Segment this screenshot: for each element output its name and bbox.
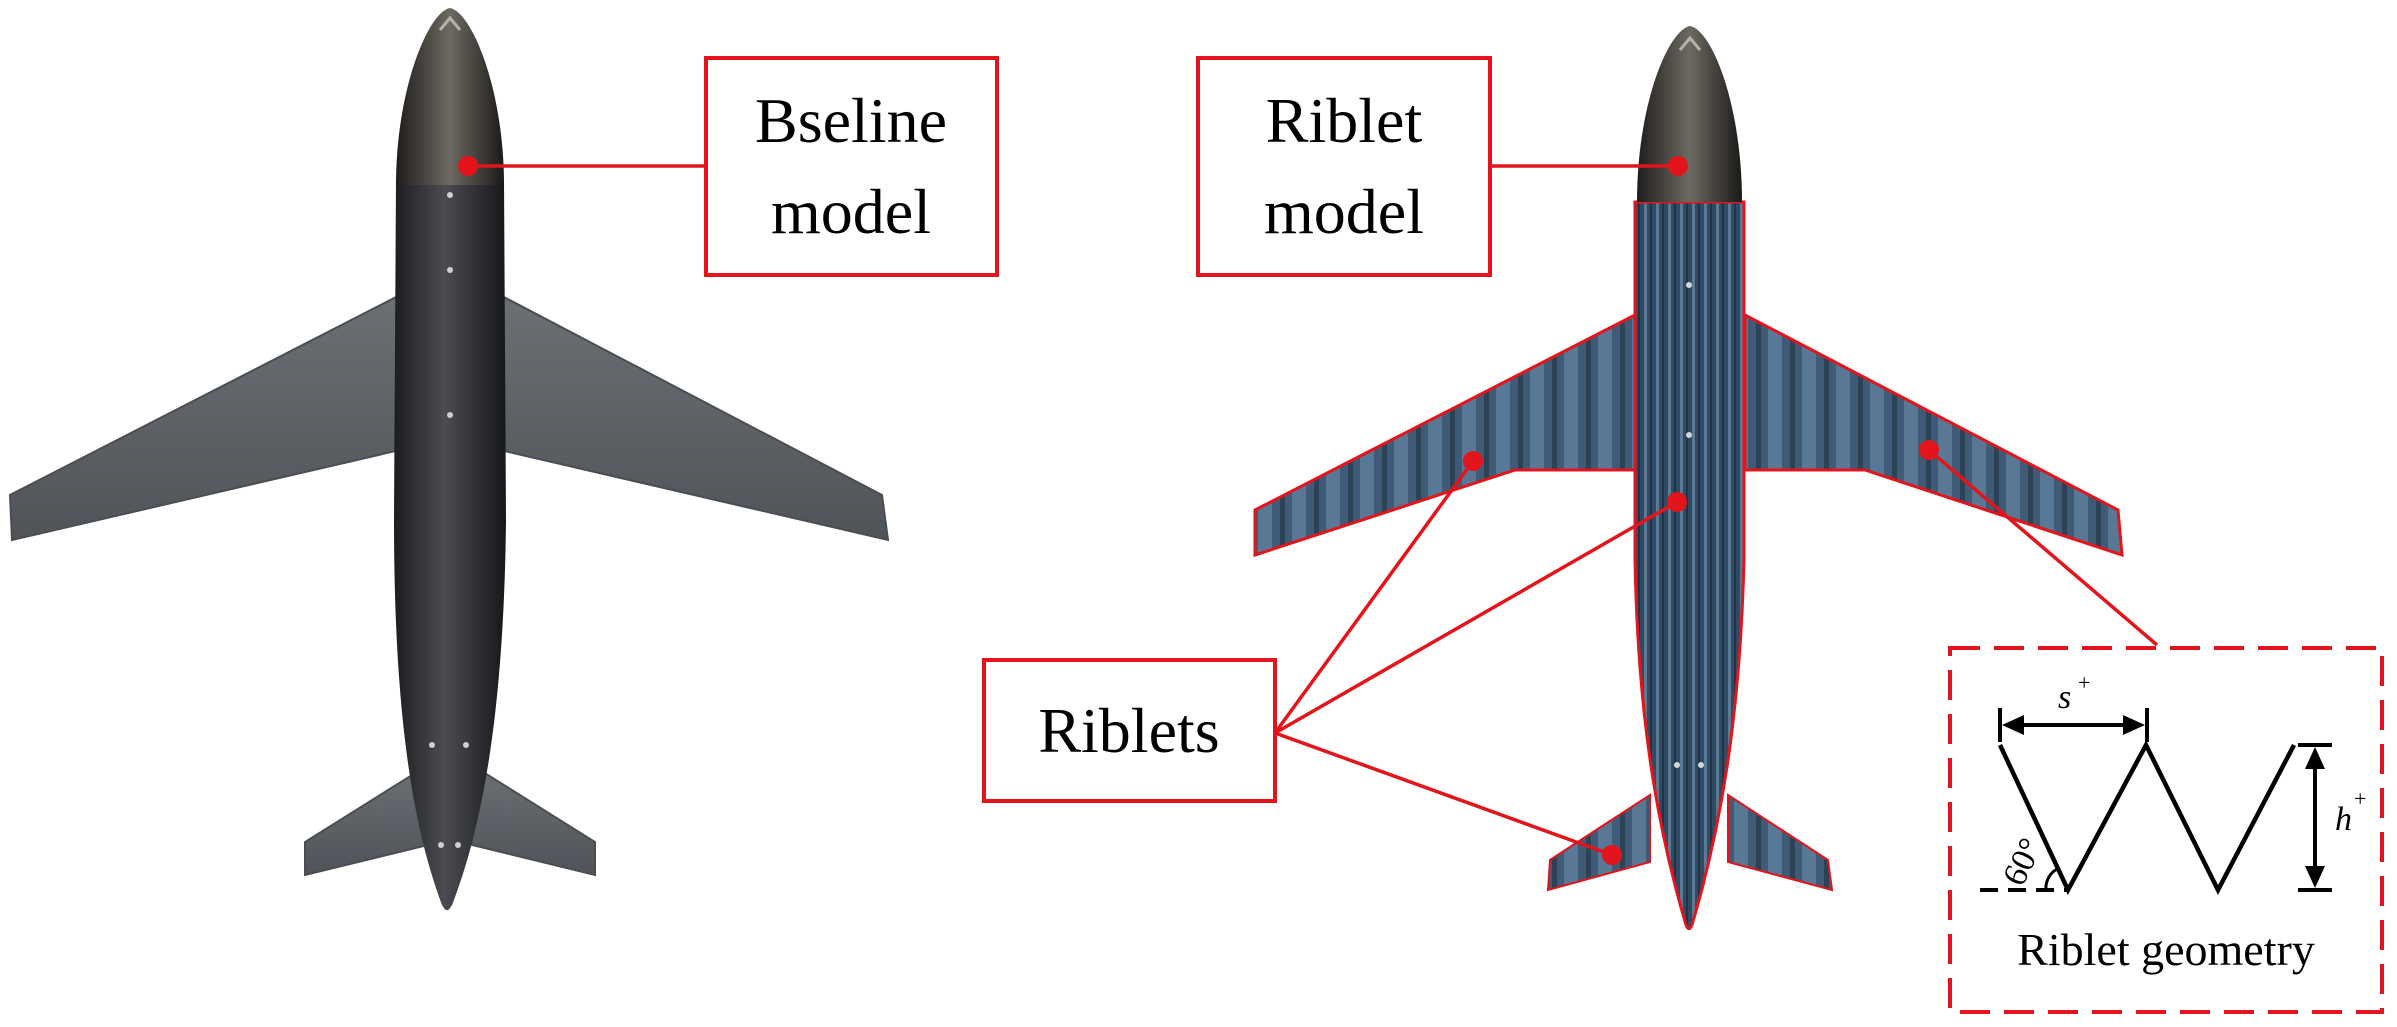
height-symbol: h <box>2335 801 2352 838</box>
callouts <box>468 164 2159 857</box>
riblet-right-tail <box>1727 793 1834 892</box>
riblet-fuselage <box>1633 200 1746 931</box>
baseline-nose-cone <box>396 8 504 185</box>
riblet-geometry-inset: s + 60° h + Riblet geometry <box>1948 646 2384 1014</box>
geometry-caption: Riblet geometry <box>2017 924 2315 975</box>
left-wing-dot <box>1463 451 1483 471</box>
riblets-callout-line-tail <box>1274 731 1613 857</box>
riblet-left-tail <box>1546 793 1651 892</box>
tail-dot <box>1602 845 1622 865</box>
riblet-model-label-box: Riblet model <box>1196 56 1492 277</box>
riblets-callout-line-fuselage <box>1274 500 1678 735</box>
spacing-arrowhead-left <box>2002 715 2024 735</box>
baseline-right-wing <box>499 293 890 542</box>
baseline-fuselage <box>394 180 506 911</box>
height-arrowhead-top <box>2305 747 2325 769</box>
spacing-symbol: s <box>2058 679 2071 716</box>
baseline-right-tail <box>471 763 596 877</box>
riblets-callout-line-wing <box>1273 459 1475 735</box>
right-wing-dot <box>1919 440 1939 460</box>
callout-dots <box>458 156 1939 865</box>
baseline-left-tail <box>304 763 429 877</box>
riblets-label: Riblets <box>1038 695 1219 766</box>
riblet-model-dot <box>1668 156 1688 176</box>
riblet-nose-cone <box>1637 26 1742 202</box>
baseline-dot <box>458 156 478 176</box>
riblet-label-line2: model <box>1264 176 1424 247</box>
riblet-left-wing <box>1253 312 1637 558</box>
spacing-arrowhead-right <box>2123 715 2145 735</box>
riblets-label-box: Riblets <box>982 658 1277 803</box>
height-arrowhead-bottom <box>2305 866 2325 888</box>
riblet-label-line1: Riblet <box>1266 85 1423 156</box>
baseline-label-line1: Bseline <box>755 85 947 156</box>
height-superscript: + <box>2354 786 2366 811</box>
nose-highlight <box>438 15 462 31</box>
fuselage-dot <box>1667 492 1687 512</box>
geometry-callout-line <box>1927 448 2159 647</box>
riblet-nose-highlight <box>1678 35 1702 51</box>
baseline-left-wing <box>8 293 401 542</box>
riblet-aircraft <box>1253 26 2124 931</box>
baseline-label-line2: model <box>771 176 931 247</box>
angle-arc <box>2044 867 2058 891</box>
riblet-right-wing <box>1743 312 2124 558</box>
riblet-profile <box>1997 740 2296 896</box>
baseline-aircraft <box>8 8 890 911</box>
spacing-superscript: + <box>2078 670 2090 695</box>
baseline-label-box: Bseline model <box>704 56 999 277</box>
